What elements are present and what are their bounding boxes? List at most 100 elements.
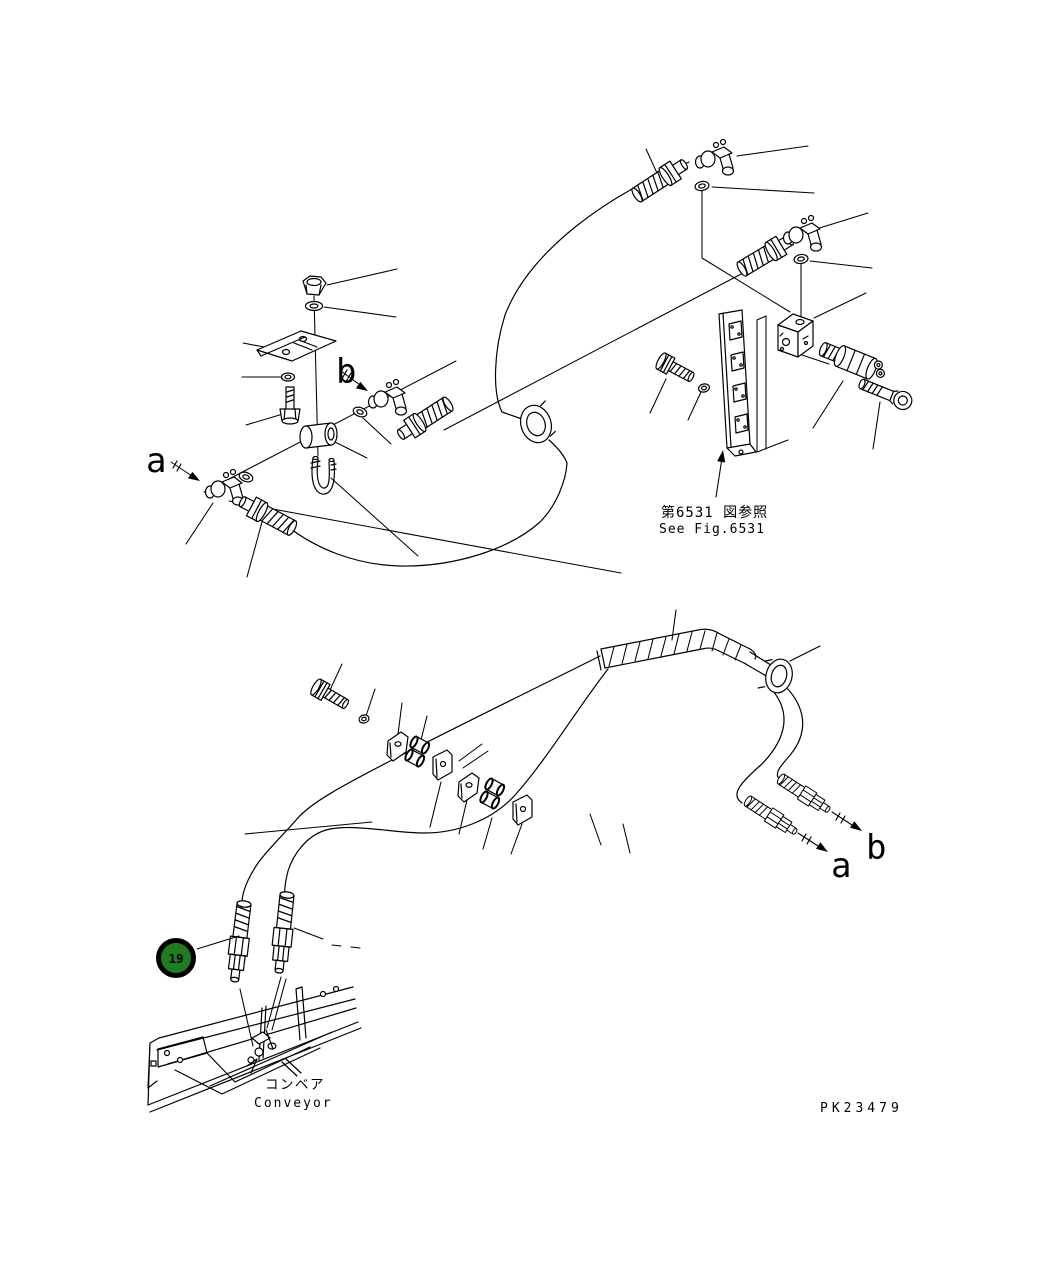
rings-2-leader bbox=[482, 817, 493, 850]
valve-block bbox=[777, 313, 814, 358]
mount-plate bbox=[256, 330, 337, 362]
hose-a-upper-arc bbox=[494, 161, 690, 420]
spiral-guard bbox=[596, 609, 775, 678]
arrow-b-ticks bbox=[342, 369, 352, 381]
callout-19-leader bbox=[196, 935, 240, 950]
arrow-b2-head bbox=[850, 821, 862, 831]
clamp-bolt-leader bbox=[329, 663, 343, 691]
hose-end-1-leader bbox=[645, 148, 658, 174]
l-bracket-1-leader bbox=[429, 781, 442, 828]
see-fig-arrow-head bbox=[717, 450, 726, 463]
exploded-parts-drawing: 第6531 図参照 See Fig.6531 a b bbox=[146, 138, 913, 1116]
conveyor-frame bbox=[147, 985, 362, 1113]
clip-1-leader bbox=[397, 702, 403, 735]
clamp-washer-leader bbox=[365, 688, 376, 717]
ubolt-leader bbox=[330, 477, 419, 557]
grommet-leader bbox=[789, 645, 821, 662]
washer bbox=[304, 300, 324, 312]
arrow-b2-ticks bbox=[835, 812, 846, 824]
conveyor-caption-jp: コンベア bbox=[265, 1077, 325, 1093]
hose-hatch-marks bbox=[281, 1058, 302, 1077]
oring-1-leader bbox=[711, 186, 815, 194]
u-bolt bbox=[310, 455, 337, 495]
block-solenoid-line bbox=[801, 354, 830, 365]
oring-1-axis bbox=[701, 190, 791, 313]
see-fig-text-jp: 第6531 図参照 bbox=[661, 504, 768, 521]
label-b-upper: b bbox=[336, 352, 356, 392]
outlet-b: b bbox=[774, 770, 886, 868]
washer-leader bbox=[323, 306, 397, 318]
hose-tails bbox=[736, 686, 804, 804]
small-washer bbox=[280, 372, 296, 382]
hose-leader bbox=[244, 821, 373, 835]
l-bracket-2 bbox=[512, 794, 533, 826]
grommet-lower bbox=[757, 658, 793, 694]
arrow-a-ticks bbox=[172, 460, 182, 472]
arrow-a2-head bbox=[816, 842, 828, 852]
arrow-a-head bbox=[187, 471, 200, 481]
conveyor-internal-parts bbox=[246, 1029, 277, 1074]
backing-plate bbox=[756, 315, 789, 453]
bolt-leader bbox=[245, 413, 284, 426]
spacer-leader bbox=[332, 440, 368, 459]
hose-tail-a bbox=[736, 690, 785, 804]
top-fitting-2 bbox=[733, 212, 873, 317]
solenoid-leader bbox=[812, 380, 844, 429]
callout-19-number: 19 bbox=[168, 951, 183, 966]
block-washer bbox=[687, 383, 711, 421]
see-fig-arrow-line bbox=[715, 457, 723, 498]
part-callout-19[interactable]: 19 bbox=[156, 938, 196, 978]
callout-19-circle[interactable] bbox=[156, 938, 196, 978]
hose-end-a bbox=[235, 490, 301, 540]
arrow-b-head bbox=[355, 381, 368, 391]
arrow-b2-line bbox=[831, 811, 853, 826]
hose-end-1 bbox=[628, 153, 693, 207]
valve-block-group bbox=[649, 292, 913, 450]
break-dashes bbox=[331, 944, 361, 949]
bracket-hardware bbox=[241, 268, 419, 557]
solenoid-valve bbox=[818, 342, 886, 380]
grommet-upper bbox=[519, 400, 556, 444]
block-bolt bbox=[653, 351, 698, 387]
eye-bolt bbox=[858, 378, 913, 411]
inlet-fitting-2 bbox=[268, 890, 298, 975]
hose-end-a-leader bbox=[246, 521, 263, 578]
elbow-1-leader bbox=[736, 145, 809, 157]
hose-run-line-2 bbox=[284, 668, 609, 897]
outlet-a: a bbox=[741, 792, 851, 886]
spacer-cylinder bbox=[299, 422, 338, 449]
upper-assembly: 第6531 図参照 See Fig.6531 a b bbox=[146, 138, 913, 578]
l-bracket-2-leader bbox=[510, 823, 523, 855]
clip-2-leader bbox=[458, 799, 468, 835]
block-leader bbox=[813, 292, 867, 319]
vertical-bolt bbox=[279, 386, 301, 425]
block-bolt-leader bbox=[649, 378, 667, 414]
hose-run bbox=[241, 655, 609, 904]
see-fig-callout: 第6531 図参照 See Fig.6531 bbox=[659, 450, 768, 537]
clamp-cluster bbox=[308, 663, 631, 855]
label-b-lower: b bbox=[866, 828, 886, 868]
inlet-drop-lines bbox=[239, 976, 287, 1047]
clip-2 bbox=[457, 772, 480, 803]
oring-1 bbox=[693, 179, 711, 193]
clip-1 bbox=[386, 731, 409, 762]
hose-end-b bbox=[392, 392, 457, 446]
inlet-2-leader bbox=[293, 927, 324, 940]
arrow-b-line bbox=[340, 370, 361, 386]
elbow-1 bbox=[694, 138, 735, 176]
conveyor-fittings: 19 bbox=[156, 890, 361, 1047]
oring-2-leader bbox=[809, 260, 873, 269]
pipe-end-b bbox=[774, 770, 834, 818]
section-b-upper bbox=[340, 369, 457, 446]
label-a-lower: a bbox=[831, 846, 851, 886]
clamp-washer bbox=[358, 714, 370, 724]
axis-line-a-hose bbox=[228, 500, 622, 574]
ladder-bracket bbox=[718, 309, 789, 457]
hose-b-line bbox=[443, 271, 746, 431]
pointer-lines bbox=[458, 743, 489, 769]
elbow-fitting-b bbox=[367, 378, 408, 416]
elbow-a-leader bbox=[185, 502, 214, 545]
conveyor-caption-en: Conveyor bbox=[254, 1096, 333, 1111]
